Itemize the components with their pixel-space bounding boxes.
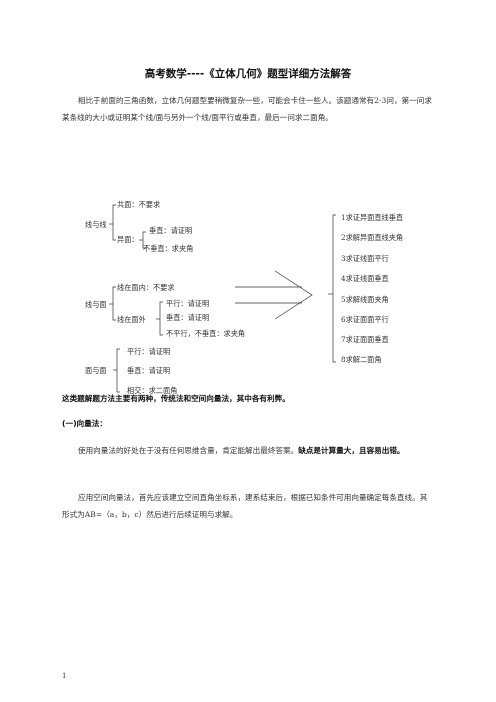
advantage-text: 使用向量法的好处在于没有任何思维含量，肯定能解出最终答案。 [78, 446, 299, 455]
line-plane-label: 线与面 [85, 300, 107, 309]
pp-intersect-text: 相交：求二面角 [127, 386, 177, 395]
page-number: 1 [62, 672, 67, 680]
plane-plane-brace [116, 348, 120, 393]
out-plane-brace [159, 301, 163, 336]
pp-parallel-text: 平行：请证明 [127, 347, 170, 356]
summary-line: 这类题解题方法主要有两种，传统法和空间向量法，其中各有利弊。 [62, 394, 290, 403]
lp-perpendicular-text: 垂直：请证明 [166, 313, 209, 322]
section-heading-vector: (一)向量法： [62, 419, 107, 428]
task-item: 2求解异面直线夹角 [341, 233, 403, 242]
line-plane-brace [112, 286, 116, 321]
line-line-brace [112, 204, 116, 241]
lp-parallel-text: 平行：请证明 [166, 299, 209, 308]
double-arrow-icon [235, 270, 313, 320]
task-item: 5求解线面夹角 [341, 295, 389, 304]
coplanar-text: 共面：不要求 [117, 200, 160, 209]
line-line-label: 线与线 [85, 220, 107, 229]
coordinate-paragraph: 应用空间向量法，首先应该建立空间直角坐标系，建系结束后，根据已知条件可用向量确定… [62, 493, 428, 519]
task-item: 6求证面面平行 [341, 315, 389, 324]
intro-paragraph: 相比于前面的三角函数，立体几何题型要稍微复杂一些，可能会卡住一些人。该题通常有2… [62, 96, 432, 122]
tasks-brace [332, 214, 336, 363]
task-item: 4求证线面垂直 [341, 274, 389, 283]
plane-plane-label: 面与面 [85, 366, 107, 375]
in-plane-text: 线在面内：不要求 [117, 283, 175, 292]
out-plane-text: 线在面外 [117, 315, 146, 324]
task-item: 8求解二面角 [341, 355, 382, 364]
lp-neither-text: 不平行，不垂直：求夹角 [166, 329, 245, 338]
vector-method-paragraph: 使用向量法的好处在于没有任何思维含量，肯定能解出最终答案。缺点是计算量大，且容易… [62, 442, 434, 459]
task-list: 1求证异面直线垂直 2求解异面直线夹角 3求证线面平行 4求证线面垂直 5求解线… [341, 213, 403, 364]
task-item: 7求证面面垂直 [341, 335, 389, 344]
task-item: 3求证线面平行 [341, 254, 389, 263]
skew-text: 异面： [117, 235, 139, 244]
task-item: 1求证异面直线垂直 [341, 213, 403, 222]
pp-perpendicular-text: 垂直：请证明 [127, 366, 170, 375]
ll-perpendicular-text: 垂直：请证明 [149, 226, 192, 235]
page-title: 高考数学----《立体几何》题型详细方法解答 [144, 68, 352, 80]
ll-not-perpendicular-text: 不垂直：求夹角 [143, 244, 193, 253]
disadvantage-text: 缺点是计算量大，且容易出错。 [298, 446, 405, 455]
